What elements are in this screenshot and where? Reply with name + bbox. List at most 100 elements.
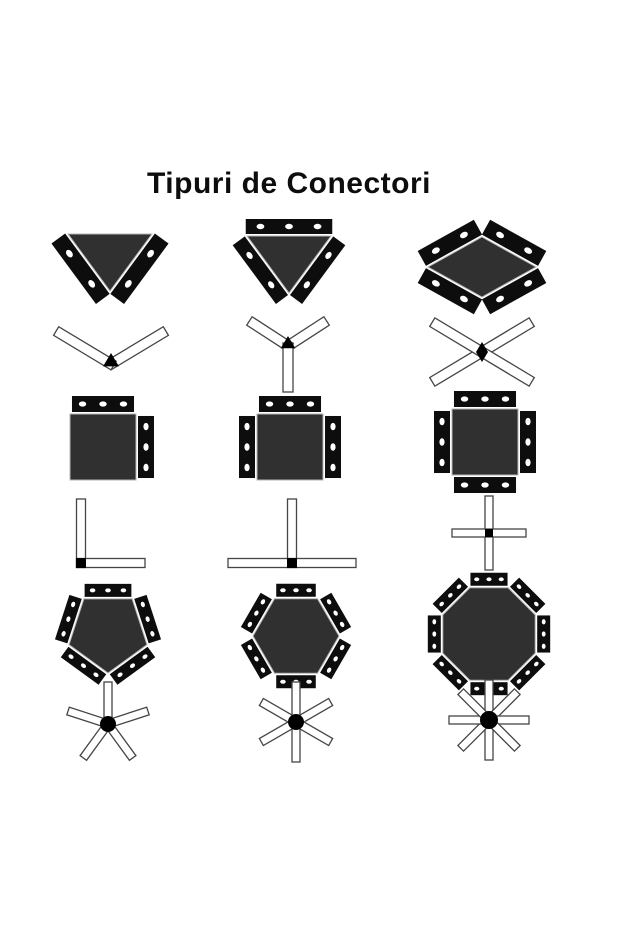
corner-l-beam-joint (75, 498, 146, 569)
bolt-hole (68, 654, 74, 659)
connector-plate (289, 236, 346, 304)
four-way-cross-plate-connector (434, 391, 536, 493)
connector-plate (109, 646, 156, 685)
bolt-hole (143, 422, 149, 431)
bolt-hole (541, 619, 546, 625)
tee-beam-joint (227, 498, 357, 569)
bolt-hole (448, 670, 453, 675)
bolt-hole (124, 280, 132, 288)
bolt-hole (142, 654, 148, 659)
connector-plate (481, 268, 547, 315)
bolt-hole (89, 588, 96, 593)
connector-plate (481, 219, 547, 266)
bolt-hole (140, 601, 145, 608)
connector-plate (320, 592, 352, 634)
three-way-y-plate-connector (232, 219, 346, 304)
bolt-hole (541, 643, 546, 649)
bolt-hole (280, 679, 286, 684)
connector-plate (320, 638, 352, 680)
bolt-hole (256, 223, 265, 230)
beam (75, 498, 87, 569)
bolt-hole (244, 463, 250, 472)
joint-marker (287, 558, 297, 568)
connector-plate (239, 415, 255, 479)
bolt-hole (61, 631, 66, 637)
beam (286, 498, 298, 569)
bolt-hole (93, 672, 99, 678)
beam (75, 557, 146, 569)
bolt-hole (129, 663, 136, 669)
connector-plate (240, 592, 272, 634)
bolt-hole (286, 401, 294, 407)
connector-plate (258, 396, 322, 412)
connector-plate (417, 219, 483, 266)
bolt-hole (431, 247, 440, 254)
bolt-hole (481, 396, 489, 402)
bolt-hole (432, 619, 437, 625)
bolt-hole (439, 458, 445, 467)
bolt-hole (456, 584, 462, 589)
bolt-hole (254, 656, 259, 662)
bolt-hole (143, 443, 149, 451)
connector-plate (232, 236, 289, 304)
connector-plate (138, 415, 154, 479)
joint-marker (76, 558, 86, 568)
bolt-hole (280, 588, 286, 593)
bolt-hole (143, 463, 149, 472)
bolt-hole (260, 667, 266, 673)
bolt-hole (150, 631, 155, 637)
joint-marker (280, 336, 296, 349)
connector-plate (84, 583, 132, 597)
bolt-hole (66, 249, 73, 258)
joint-marker (288, 714, 304, 730)
bolt-hole (498, 686, 504, 691)
bolt-hole (501, 396, 510, 402)
two-way-corner-plate-connector (69, 396, 154, 481)
connector-body (256, 413, 324, 481)
bolt-hole (303, 281, 311, 289)
bolt-hole (119, 401, 128, 407)
two-way-v-beam-joint (52, 325, 170, 371)
eight-way-octagon-plate-connector (427, 572, 551, 696)
bolt-hole (333, 610, 338, 616)
bolt-hole (330, 443, 336, 451)
bolt-hole (285, 223, 293, 230)
connector-body (451, 408, 519, 476)
connector-body (246, 235, 332, 294)
connector-plate (54, 594, 82, 644)
bolt-hole (525, 438, 531, 446)
connector-plate (470, 572, 508, 586)
bolt-hole (481, 482, 489, 488)
page-title: Tipuri de Conectori (147, 167, 431, 200)
joint-marker (103, 353, 119, 367)
bolt-hole (339, 644, 345, 651)
six-spoke-beam-joint (258, 681, 334, 763)
bolt-hole (247, 621, 253, 628)
connector-plate (453, 391, 517, 407)
connector-plate (509, 654, 546, 691)
two-way-v-plate-connector (51, 233, 169, 304)
bolt-hole (260, 599, 266, 605)
connector-plate (509, 577, 546, 614)
bolt-hole (247, 644, 253, 651)
joint-marker (100, 716, 116, 732)
bolt-hole (474, 686, 480, 691)
bolt-hole (432, 643, 437, 649)
bolt-hole (244, 443, 250, 451)
joint-marker (480, 711, 498, 729)
bolt-hole (534, 661, 539, 667)
bolt-hole (333, 656, 338, 662)
five-way-pentagon-plate-connector (54, 583, 162, 685)
bolt-hole (456, 679, 462, 684)
eight-spoke-beam-joint (448, 679, 530, 761)
bolt-hole (439, 438, 445, 446)
bolt-hole (117, 672, 123, 678)
bolt-hole (80, 663, 87, 669)
connector-plate (453, 477, 517, 493)
connector-plate (276, 583, 316, 597)
bolt-hole (501, 482, 510, 488)
three-way-tee-plate-connector (239, 396, 341, 481)
connector-plate (71, 396, 135, 412)
connector-plate (245, 219, 333, 234)
